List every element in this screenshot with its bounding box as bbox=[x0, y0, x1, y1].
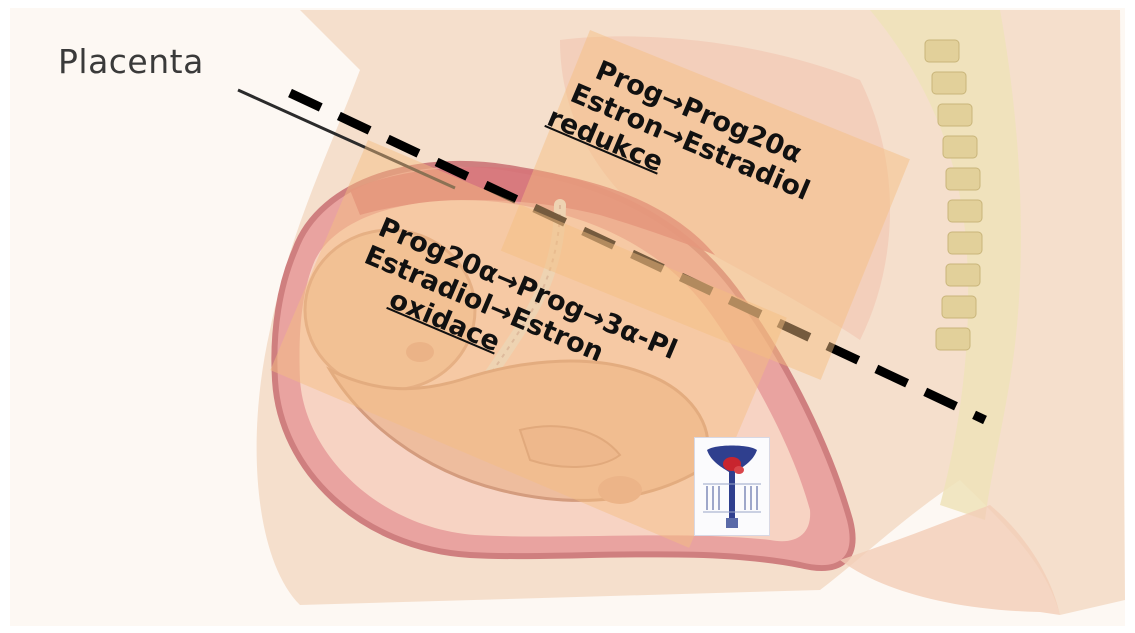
receptor-diagram-icon bbox=[695, 438, 769, 535]
receptor-thumbnail bbox=[694, 437, 770, 536]
placenta-label: Placenta bbox=[58, 42, 204, 81]
